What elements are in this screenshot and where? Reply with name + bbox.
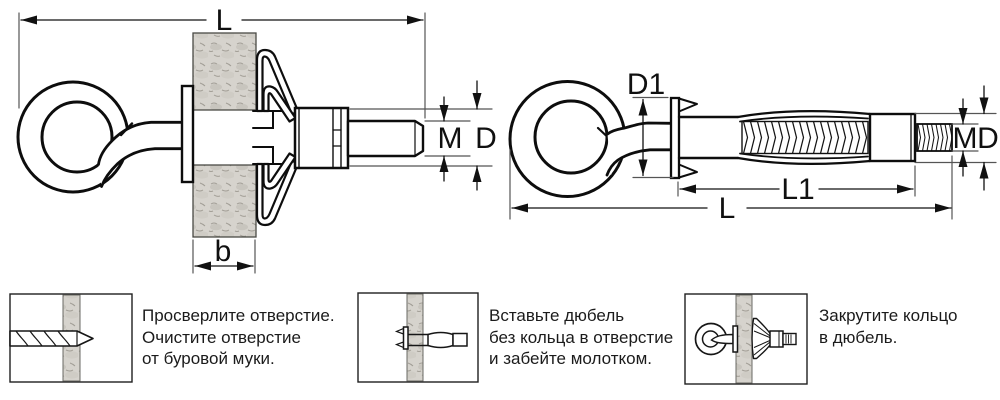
dim-label-diameter-product: D	[977, 122, 999, 155]
dimension-length-installed: L	[18, 4, 426, 119]
dimension-body-length: L1	[677, 165, 916, 206]
dimension-flange-diameter: D1	[627, 68, 674, 179]
wall-upper-section	[192, 32, 257, 111]
step3-wall	[735, 294, 753, 384]
anchor-inserted-icon	[394, 326, 468, 350]
flange-product	[669, 96, 698, 180]
anchor-collar	[293, 106, 350, 170]
step3-line1: Закрутите кольцо	[819, 306, 958, 325]
step2-line2: без кольца в отверстие	[489, 327, 674, 347]
dimension-thread-diameter-product: M D	[914, 85, 999, 191]
drill-bit-icon	[9, 330, 94, 347]
anchor-end-block	[868, 112, 917, 163]
step3-line2: в дюбель.	[819, 327, 898, 347]
step2-wall	[406, 293, 424, 382]
wall-lower-section	[192, 164, 257, 238]
dim-label-length-product: L	[719, 192, 736, 225]
instruction-step-3-panel	[684, 293, 808, 385]
eye-anchor-installed-icon	[694, 317, 797, 360]
wire-end-cut-product	[596, 126, 608, 137]
dim-label-diameter-installed: D	[475, 122, 497, 155]
dim-label-thread-product: M	[953, 122, 978, 155]
eye-shank	[98, 122, 183, 187]
dimension-length-product: L	[509, 149, 953, 225]
anchor-product-figure: D1 M D L1 L	[508, 68, 999, 225]
flange	[180, 84, 195, 184]
dim-label-thread-installed: M	[438, 122, 463, 155]
dim-label-flange-diameter: D1	[627, 68, 665, 101]
small-wings	[751, 317, 774, 360]
dim-label-wall-thickness: b	[215, 235, 232, 268]
step2-line3: и забейте молотком.	[489, 349, 652, 368]
dimension-thread-diameter-installed: M D	[349, 80, 497, 191]
threaded-stud-product	[916, 123, 953, 152]
step2-line1: Вставьте дюбель	[489, 306, 625, 325]
inner-threaded-rod	[741, 120, 869, 155]
installed-anchor-figure: L M D b	[16, 4, 497, 274]
step1-instructions: Просверлите отверстие. Очистите отверсти…	[142, 305, 367, 370]
step1-line3: от буровой муки.	[142, 349, 275, 368]
step1-line2: Очистите отверстие	[142, 327, 301, 347]
eye-ring	[16, 80, 185, 194]
instruction-step-2-panel	[357, 292, 479, 383]
expanded-wings	[255, 48, 300, 227]
dim-label-length-installed: L	[216, 4, 233, 37]
dim-label-body-length: L1	[781, 173, 814, 206]
wire-end-cut	[119, 122, 134, 137]
eye-ring-product	[508, 80, 674, 198]
instruction-step-1-panel	[9, 293, 133, 383]
step1-line1: Просверлите отверстие.	[142, 306, 335, 325]
dimension-wall-thickness: b	[192, 235, 256, 274]
step2-instructions: Вставьте дюбель без кольца в отверстие и…	[489, 305, 714, 370]
step3-instructions: Закрутите кольцо в дюбель.	[819, 305, 1000, 348]
threaded-stud	[346, 119, 425, 158]
anchor-sleeve-body	[677, 110, 872, 165]
